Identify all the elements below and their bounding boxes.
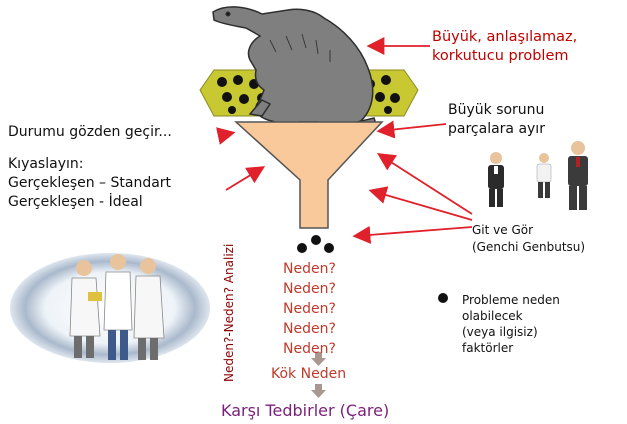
break-down-label: Büyük sorunu parçalara ayır: [448, 102, 545, 137]
why-why-analysis-label: Neden?-Neden? Analizi: [222, 243, 236, 382]
why-step: Neden?: [283, 321, 336, 337]
factors-legend: Probleme neden olabilecek (veya ilgisiz)…: [462, 293, 560, 355]
why-steps: Neden? Neden? Neden? Neden? Neden?: [283, 259, 363, 359]
problem-label: Büyük, anlaşılamaz, korkutucu problem: [432, 29, 578, 64]
why-step: Neden?: [283, 281, 336, 297]
countermeasure-label: Karşı Tedbirler (Çare): [221, 401, 390, 420]
legend-dot: [438, 293, 448, 303]
arrows: [216, 37, 473, 244]
compare-label: Kıyaslayın: Gerçekleşen – Standart Gerçe…: [8, 156, 172, 210]
scientists-group-icon: [10, 253, 210, 363]
funnel-body: [234, 121, 384, 229]
why-step: Neden?: [283, 301, 336, 317]
why-step: Neden?: [283, 341, 336, 357]
cause-dots: [297, 235, 334, 253]
down-arrows: [311, 352, 326, 398]
review-label: Durumu gözden geçir...: [8, 124, 172, 140]
root-cause-label: Kök Neden: [271, 366, 347, 382]
gemba-label: Git ve Gör (Genchi Genbutsu): [472, 223, 586, 254]
business-people-icon: [488, 141, 588, 210]
why-step: Neden?: [283, 261, 336, 277]
